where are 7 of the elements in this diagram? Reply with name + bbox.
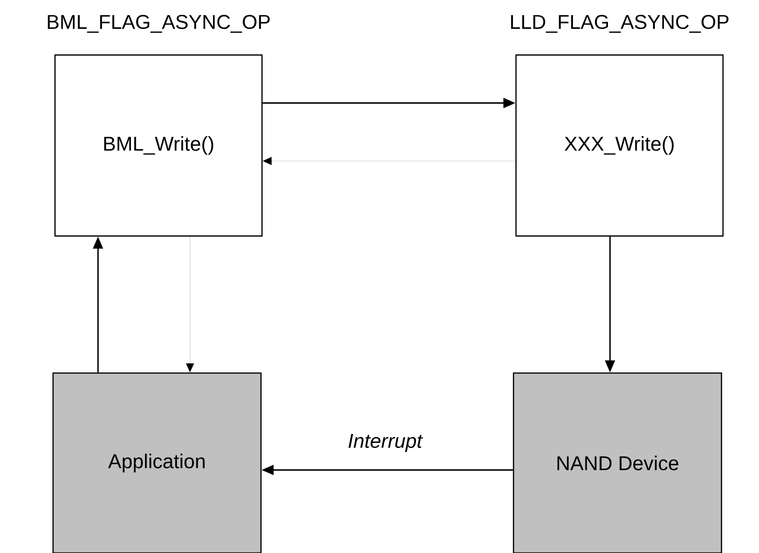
process-box: Application [52,372,262,553]
heading: BML_FLAG_ASYNC_OP [48,14,270,33]
process-box: BML_Write() [54,54,263,237]
process-box: NAND Device [512,372,722,553]
heading: LLD_FLAG_ASYNC_OP [511,14,728,33]
edge-label: Interrupt [346,433,424,453]
process-box: XXX_Write() [515,54,724,237]
